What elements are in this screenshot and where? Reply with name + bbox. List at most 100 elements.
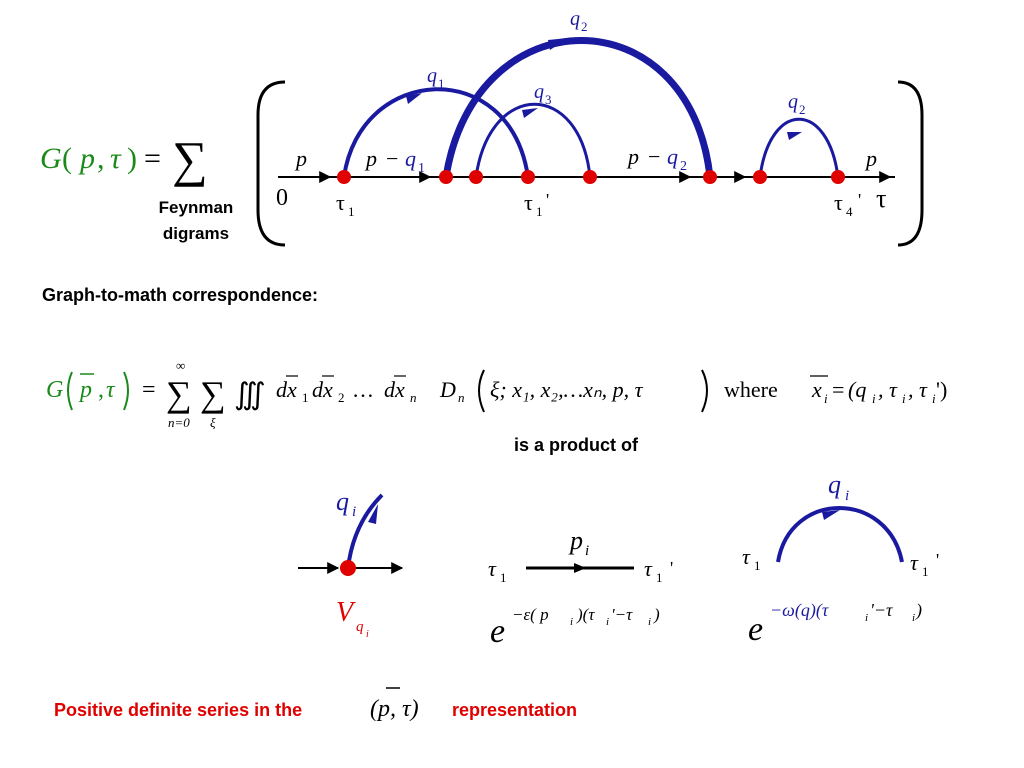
product-label: is a product of <box>514 435 639 455</box>
svg-text:p: p <box>626 144 639 169</box>
main-formula: G p , τ = ∞ ∑ n=0 ∑ ξ ∭ dx 1 dx 2 … dx n… <box>46 358 947 430</box>
svg-text:τ: τ <box>336 190 345 215</box>
label-tau1-prime: τ 1 ' <box>524 190 549 219</box>
top-formula-tau: τ <box>110 142 122 175</box>
phonon-arc <box>776 506 904 563</box>
f2-sum2-lower: ξ <box>210 415 216 430</box>
arc-q2-small <box>758 118 840 178</box>
svg-text:'−τ: '−τ <box>611 605 633 624</box>
top-formula-rparen: ) <box>127 142 137 175</box>
arc-q1-arrow <box>406 93 422 104</box>
phonon-tau-left-sub: 1 <box>754 558 761 573</box>
label-q2-right: q 2 <box>788 91 806 117</box>
f2-sigma2: ∑ <box>200 374 226 414</box>
svg-text:−: − <box>386 146 398 171</box>
svg-text:=: = <box>832 377 844 402</box>
svg-text:n: n <box>410 390 417 405</box>
propagator-arrow <box>574 563 586 573</box>
phonon-tau-left: τ <box>742 544 751 569</box>
svg-text:'−τ: '−τ <box>870 600 893 620</box>
phonon-tau-right: τ <box>910 550 919 575</box>
arc-q2-arrow <box>548 38 568 50</box>
svg-text:q: q <box>570 8 580 30</box>
phonon-element: q i τ 1 τ 1 ' e −ω(q)(τ i '−τ i ) <box>742 470 939 648</box>
f2-sigma1: ∑ <box>166 374 192 414</box>
svg-text:q: q <box>667 144 678 169</box>
label-p-right: p <box>864 146 877 171</box>
svg-text:4: 4 <box>846 204 853 219</box>
vertex-1 <box>337 170 351 184</box>
top-formula: G ( p , τ ) = ∑ <box>40 131 208 187</box>
f2-xi-definition: x i = (q i , τ i , τ i ') <box>810 375 947 406</box>
phonon-prime: ' <box>936 550 939 570</box>
svg-text:i: i <box>865 612 868 624</box>
svg-text:i: i <box>570 616 573 628</box>
label-p-minus-q1: p − q 1 <box>364 146 425 176</box>
svg-text:−: − <box>648 144 660 169</box>
arc-q1 <box>342 87 530 178</box>
arc-q2-small-arrow <box>787 132 802 140</box>
svg-text:): ) <box>653 605 660 624</box>
svg-text:i: i <box>912 612 915 624</box>
svg-text:2: 2 <box>680 159 687 174</box>
vertex-q-label: q <box>336 487 349 516</box>
vertex-2 <box>439 170 453 184</box>
vertex-dot <box>340 560 356 576</box>
label-tau4-prime: τ 4 ' <box>834 190 861 219</box>
arc-q3-arrow <box>522 108 538 118</box>
phonon-tau-right-sub: 1 <box>922 564 929 579</box>
label-p-left: p <box>294 146 307 171</box>
svg-text:'): ') <box>936 377 947 402</box>
svg-text:': ' <box>546 190 549 210</box>
footer-right: representation <box>452 700 577 720</box>
f2-lparen <box>67 371 73 411</box>
feynman-caption-line1: Feynman <box>159 198 234 217</box>
label-p-minus-q2: p − q 2 <box>626 144 687 174</box>
svg-text:q: q <box>427 65 437 87</box>
f2-differentials: dx 1 dx 2 … dx n <box>276 375 417 405</box>
svg-text:−ε( p: −ε( p <box>512 605 549 624</box>
phonon-q-sub: i <box>845 488 849 504</box>
label-tau1: τ 1 <box>336 190 355 219</box>
svg-text:2: 2 <box>581 19 588 34</box>
footer-formula: (p, τ) <box>370 696 419 722</box>
svg-text:1: 1 <box>536 204 543 219</box>
vertex-8 <box>831 170 845 184</box>
top-formula-lparen: ( <box>62 142 72 175</box>
f2-tau: τ <box>106 377 116 403</box>
top-formula-eq: = <box>144 142 161 175</box>
svg-text:1: 1 <box>302 390 309 405</box>
f2-p: p <box>78 377 92 403</box>
arc-q2-large <box>442 37 714 178</box>
propagator-tau-right-sub: 1 <box>656 570 663 585</box>
propagator-element: τ 1 τ 1 ' p i e −ε( p i )(τ i '−τ i ) <box>488 526 673 650</box>
correspondence-heading: Graph-to-math correspondence: <box>42 285 318 305</box>
svg-text:): ) <box>915 600 922 621</box>
vertex-V-label: V <box>336 597 356 628</box>
svg-text:2: 2 <box>799 102 806 117</box>
propagator-p-label: p <box>568 526 583 555</box>
svg-text:…: … <box>352 377 374 402</box>
svg-text:1: 1 <box>438 76 445 91</box>
svg-text:dx: dx <box>384 377 405 402</box>
label-q3: q 3 <box>534 81 552 107</box>
vertex-phonon-line <box>346 493 384 569</box>
phonon-q-label: q <box>828 470 841 499</box>
svg-text:q: q <box>534 81 544 103</box>
svg-text:q: q <box>405 146 416 171</box>
svg-text:i: i <box>902 391 906 406</box>
svg-text:dx: dx <box>312 377 333 402</box>
top-formula-p: p <box>78 142 95 175</box>
phonon-arc-arrow <box>822 510 840 520</box>
feynman-caption-line2: digrams <box>163 224 229 243</box>
svg-text:i: i <box>606 616 609 628</box>
f2-G: G <box>46 377 63 403</box>
f2-D-rparen <box>701 369 708 413</box>
svg-text:2: 2 <box>338 390 345 405</box>
f2-sum-upper: ∞ <box>176 358 185 373</box>
svg-text:': ' <box>858 190 861 210</box>
f2-rparen <box>123 371 129 411</box>
svg-text:, τ: , τ <box>908 377 928 402</box>
svg-text:e: e <box>748 611 763 648</box>
f2-D: D <box>439 377 456 402</box>
